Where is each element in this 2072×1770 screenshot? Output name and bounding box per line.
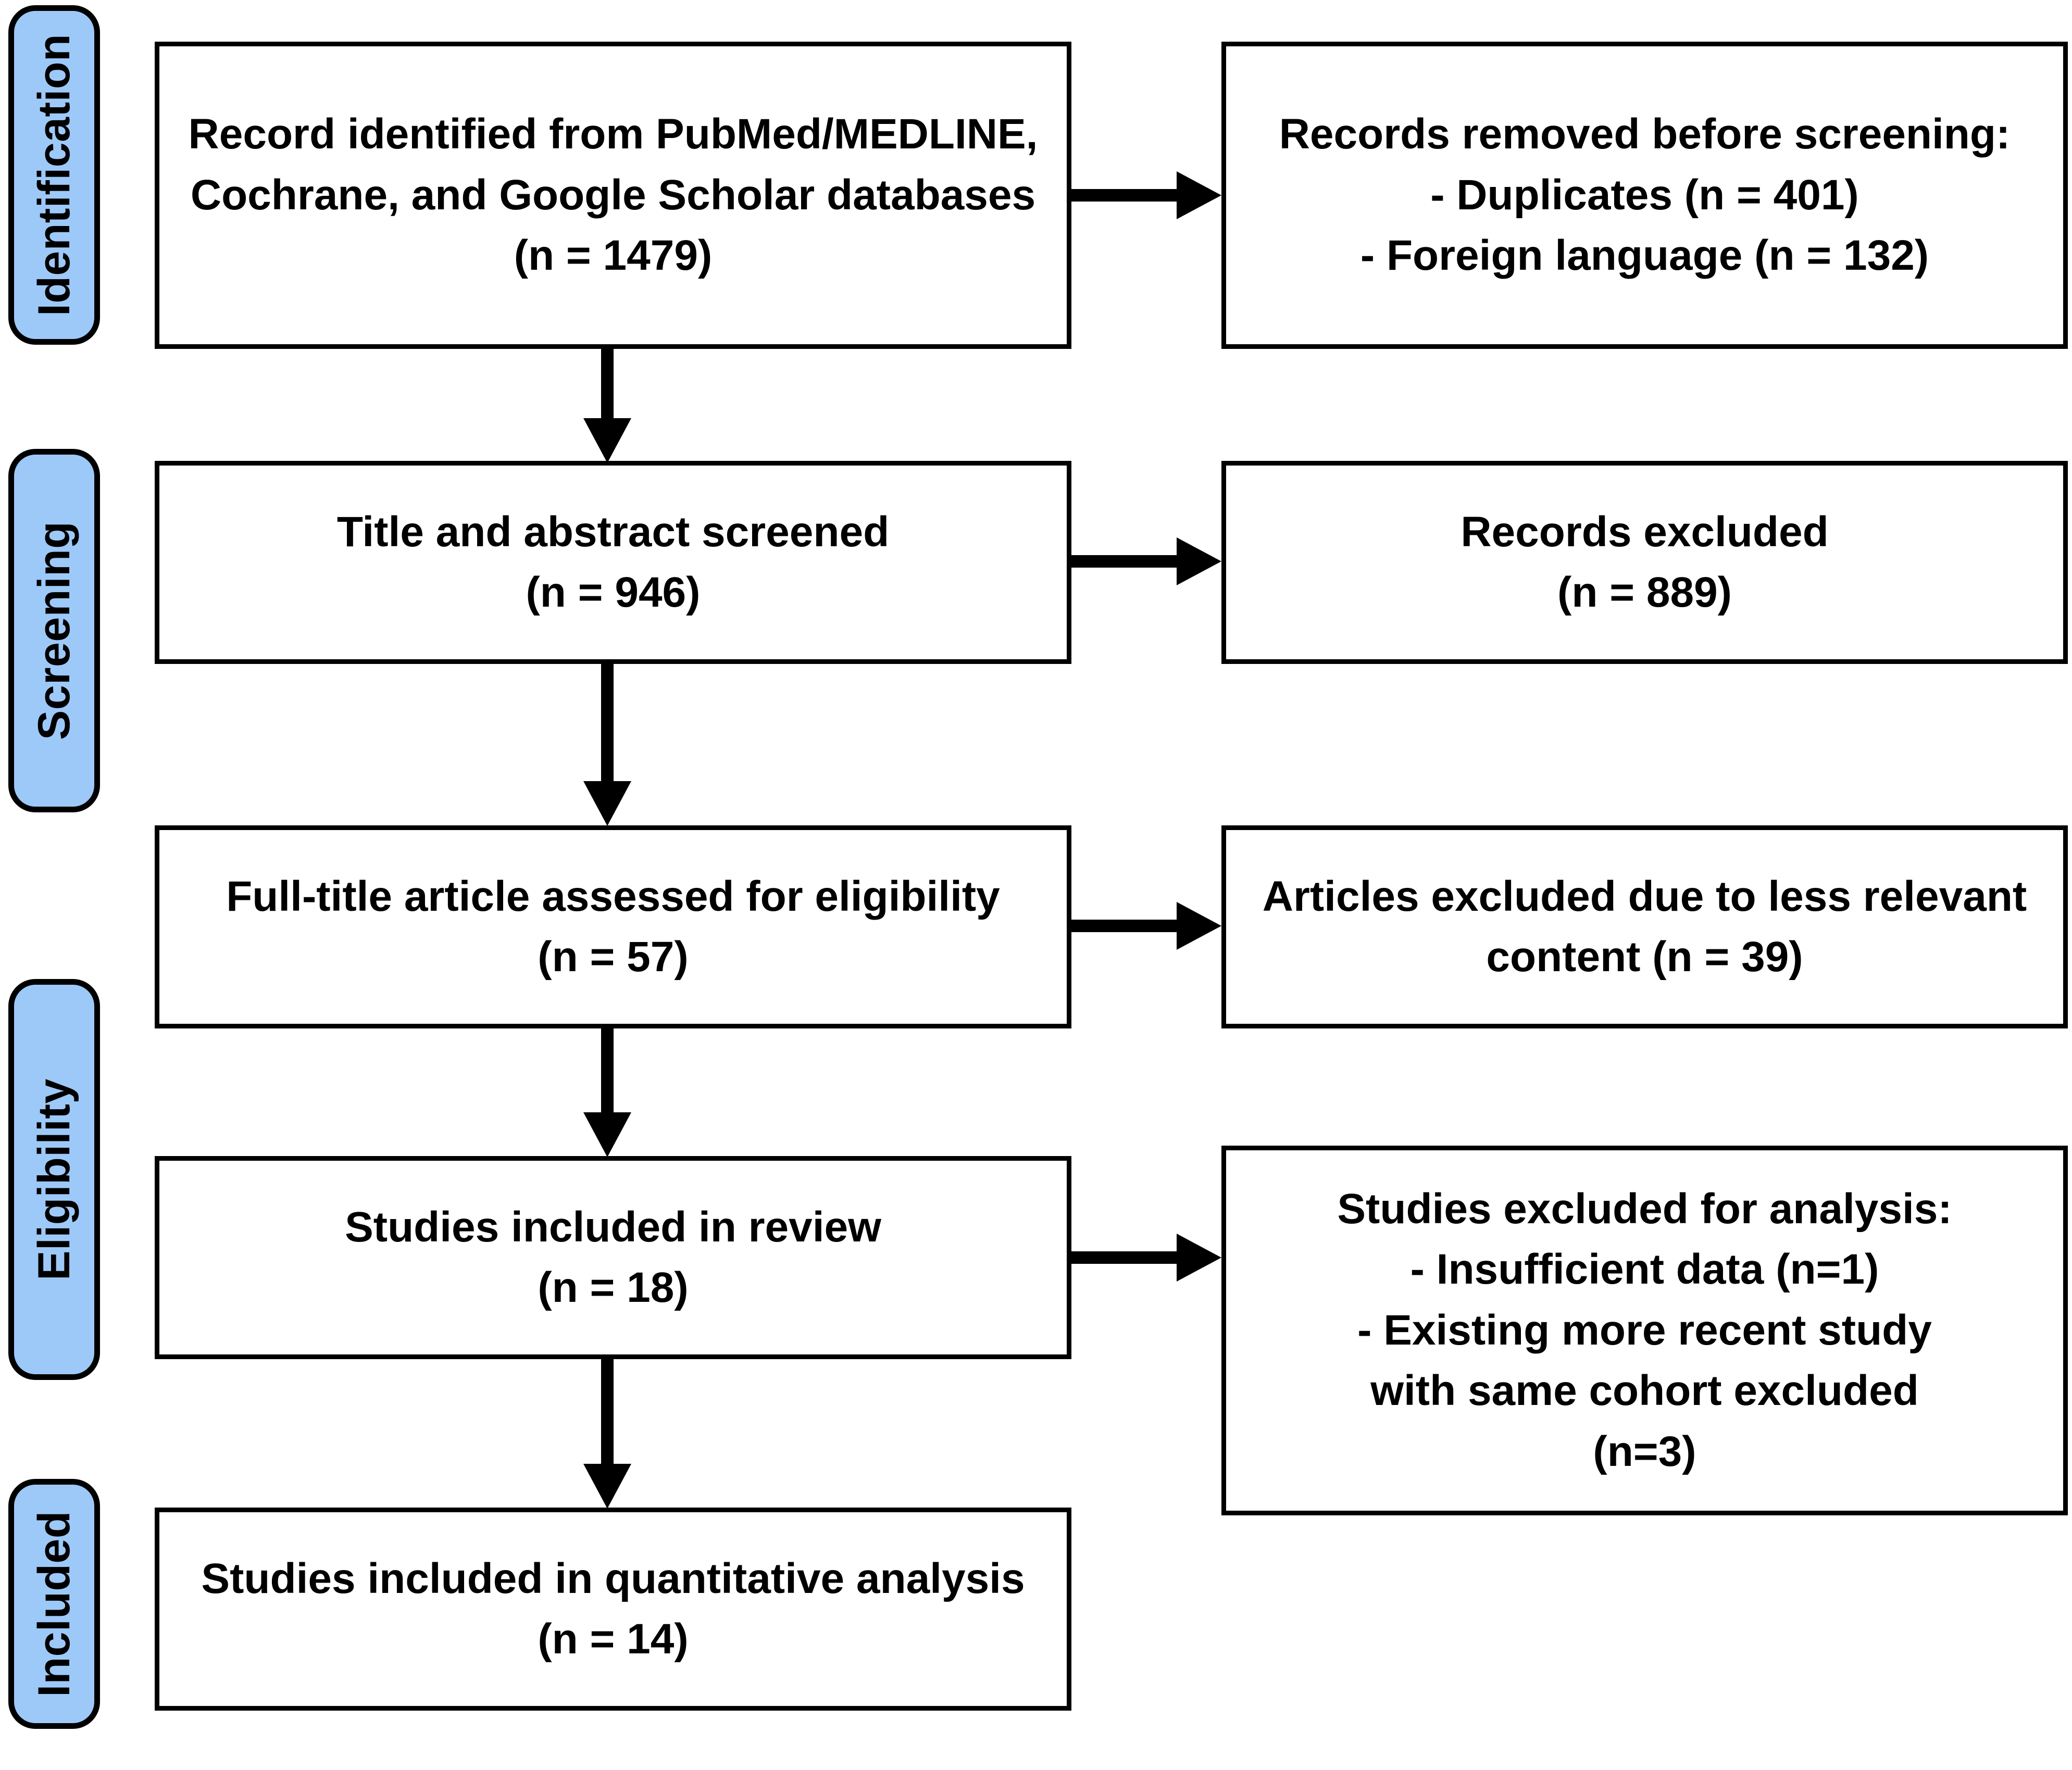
- box-articles-excluded-text: Articles excluded due to less relevant c…: [1262, 872, 2027, 981]
- box-full-text-assessed[interactable]: Full-title article assessed for eligibil…: [155, 825, 1071, 1028]
- box-title-abstract-screened[interactable]: Title and abstract screened (n = 946): [155, 461, 1071, 664]
- box-studies-excluded-analysis-text: Studies excluded for analysis: - Insuffi…: [1337, 1185, 1952, 1475]
- stage-tab-screening-label: Screening: [29, 521, 79, 740]
- box-full-text-assessed-text: Full-title article assessed for eligibil…: [226, 872, 1000, 981]
- box-records-excluded-text: Records excluded (n = 889): [1461, 508, 1829, 616]
- arrow-shaft: [1071, 555, 1181, 568]
- arrow-head: [583, 781, 631, 826]
- arrow-shaft: [1071, 189, 1181, 202]
- arrow-head: [1177, 902, 1221, 950]
- box-records-excluded[interactable]: Records excluded (n = 889): [1221, 461, 2068, 664]
- arrow-shaft: [1071, 920, 1181, 932]
- stage-tab-identification[interactable]: Identification: [8, 5, 100, 345]
- box-studies-included-quantitative-text: Studies included in quantitative analysi…: [201, 1554, 1025, 1663]
- box-studies-included-review-text: Studies included in review (n = 18): [345, 1203, 881, 1311]
- arrow-head: [583, 418, 631, 463]
- stage-tab-eligibility-label: Eligibility: [29, 1078, 80, 1281]
- stage-tab-screening[interactable]: Screening: [8, 449, 100, 812]
- stage-tab-included[interactable]: Included: [8, 1479, 100, 1729]
- arrow-shaft: [601, 664, 614, 785]
- arrow-shaft: [601, 1028, 614, 1116]
- box-records-removed-text: Records removed before screening: - Dupl…: [1279, 110, 2011, 280]
- stage-tab-identification-label: Identification: [29, 33, 80, 317]
- arrow-shaft: [1071, 1251, 1181, 1264]
- box-records-identified[interactable]: Record identified from PubMed/MEDLINE, C…: [155, 42, 1071, 349]
- box-records-identified-text: Record identified from PubMed/MEDLINE, C…: [188, 110, 1038, 280]
- arrow-head: [1177, 537, 1221, 585]
- box-studies-included-review[interactable]: Studies included in review (n = 18): [155, 1156, 1071, 1359]
- arrow-head: [583, 1464, 631, 1509]
- box-title-abstract-screened-text: Title and abstract screened (n = 946): [336, 508, 890, 616]
- arrow-head: [1177, 1234, 1221, 1282]
- box-studies-excluded-analysis[interactable]: Studies excluded for analysis: - Insuffi…: [1221, 1146, 2068, 1515]
- arrow-head: [583, 1112, 631, 1157]
- arrow-shaft: [601, 349, 614, 422]
- stage-tab-included-label: Included: [29, 1511, 80, 1697]
- box-records-removed[interactable]: Records removed before screening: - Dupl…: [1221, 42, 2068, 349]
- box-studies-included-quantitative[interactable]: Studies included in quantitative analysi…: [155, 1508, 1071, 1711]
- arrow-head: [1177, 171, 1221, 219]
- stage-tab-eligibility[interactable]: Eligibility: [8, 979, 100, 1380]
- arrow-shaft: [601, 1359, 614, 1467]
- box-articles-excluded[interactable]: Articles excluded due to less relevant c…: [1221, 825, 2068, 1028]
